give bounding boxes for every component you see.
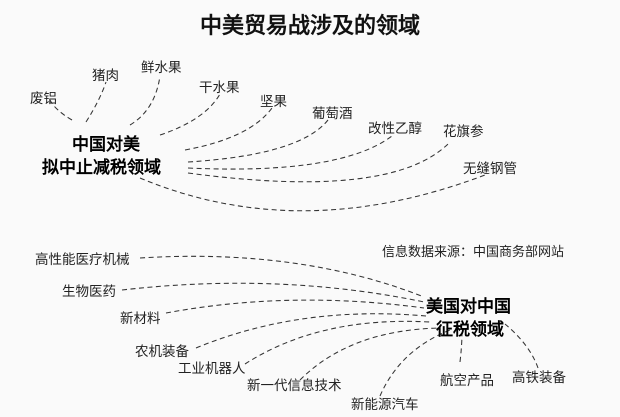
edge-us-0 <box>139 255 425 298</box>
edge-china-4 <box>184 107 273 151</box>
edge-us-5 <box>299 327 441 381</box>
china-item: 坚果 <box>260 94 287 110</box>
edge-us-3 <box>195 313 427 349</box>
us-item: 新能源汽车 <box>351 396 419 413</box>
us-item: 新材料 <box>120 311 161 327</box>
china-item: 干水果 <box>199 80 240 96</box>
china-item: 猪肉 <box>92 68 119 84</box>
china-item: 花旗参 <box>443 123 484 140</box>
edge-china-6 <box>187 135 393 170</box>
us-item: 高性能医疗机械 <box>35 251 130 268</box>
us-edges <box>121 255 539 397</box>
us-item: 航空产品 <box>440 373 494 389</box>
edge-china-0 <box>49 99 73 121</box>
edge-us-6 <box>379 329 451 397</box>
china-item: 鲜水果 <box>141 60 182 76</box>
china-hub-line2: 拟中止减税领域 <box>42 157 161 178</box>
china-item: 葡萄酒 <box>312 106 353 122</box>
edge-us-2 <box>165 299 425 314</box>
china-hub-line1: 中国对美 <box>72 134 141 155</box>
china-items: 废铝 猪肉 鲜水果 干水果 坚果 葡萄酒 改性乙醇 花旗参 无缝钢管 <box>30 60 517 177</box>
us-item: 生物医药 <box>62 284 116 300</box>
edge-china-5 <box>187 119 329 163</box>
us-items: 高性能医疗机械 生物医药 新材料 农机装备 工业机器人 新一代信息技术 新能源汽… <box>35 251 566 413</box>
china-item: 无缝钢管 <box>463 161 517 177</box>
china-edges <box>49 75 486 212</box>
edge-us-4 <box>244 320 431 365</box>
edge-china-7 <box>187 143 449 183</box>
edge-us-7 <box>459 331 463 363</box>
us-item: 新一代信息技术 <box>247 377 342 394</box>
us-hub-line2: 征税领域 <box>436 319 504 340</box>
edge-china-2 <box>129 75 161 126</box>
us-item: 高铁装备 <box>512 369 566 386</box>
edge-us-1 <box>121 282 425 303</box>
us-item: 工业机器人 <box>178 361 246 377</box>
source-note: 信息数据来源：中国商务部网站 <box>382 244 564 260</box>
us-hub-line1: 美国对中国 <box>426 296 511 317</box>
edge-china-1 <box>85 81 107 123</box>
china-item: 废铝 <box>30 91 57 107</box>
edge-china-3 <box>159 93 221 136</box>
diagram-title: 中美贸易战涉及的领域 <box>200 13 420 39</box>
edge-us-8 <box>504 323 539 369</box>
us-item: 农机装备 <box>135 343 189 360</box>
china-item: 改性乙醇 <box>368 120 422 137</box>
edge-china-8 <box>139 174 486 212</box>
